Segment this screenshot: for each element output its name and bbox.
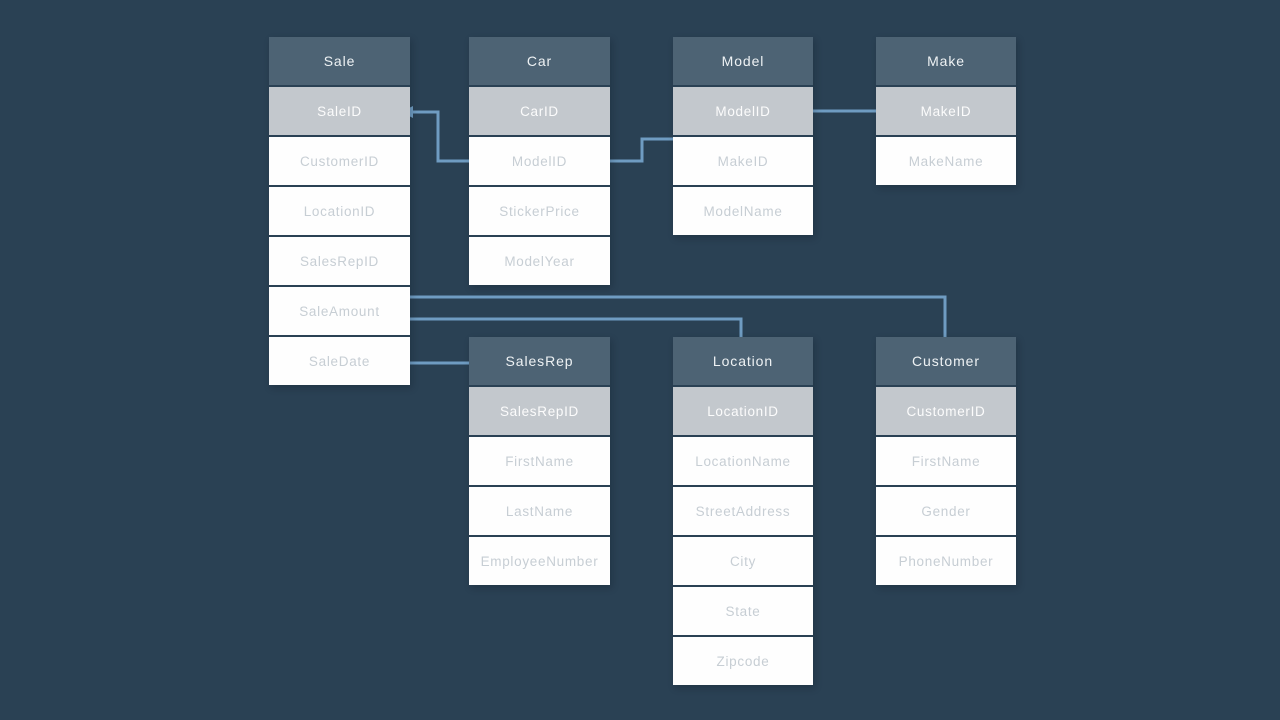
field-location-locationname: LocationName [673, 437, 813, 485]
table-car-header: Car [469, 37, 610, 85]
connector-sale-to-customer [410, 295, 947, 337]
table-title: Make [927, 53, 965, 69]
field-label: SalesRepID [299, 253, 380, 269]
table-title: Sale [323, 53, 356, 69]
field-label: StreetAddress [695, 503, 791, 519]
field-sale-saleamount: SaleAmount [269, 287, 410, 335]
connector-car-to-sale-saleid [412, 110, 469, 163]
field-customer-phonenumber: PhoneNumber [876, 537, 1016, 585]
field-label: MakeID [717, 153, 769, 169]
field-label: State [725, 603, 761, 619]
field-model-modelname: ModelName [673, 187, 813, 235]
table-customer-header: Customer [876, 337, 1016, 385]
table-title: Model [721, 53, 765, 69]
field-location-state: State [673, 587, 813, 635]
field-label: ModelYear [504, 253, 575, 269]
field-car-carid: CarID [469, 87, 610, 135]
field-sale-locationid: LocationID [269, 187, 410, 235]
field-salesrep-employeenumber: EmployeeNumber [469, 537, 610, 585]
table-title: Location [712, 353, 774, 369]
field-make-makename: MakeName [876, 137, 1016, 185]
field-label: FirstName [911, 453, 981, 469]
table-salesrep-header: SalesRep [469, 337, 610, 385]
table-location-header: Location [673, 337, 813, 385]
table-title: Car [526, 53, 553, 69]
field-make-makeid: MakeID [876, 87, 1016, 135]
field-label: City [729, 553, 757, 569]
connector-sale-to-location [410, 317, 743, 337]
field-salesrep-lastname: LastName [469, 487, 610, 535]
field-location-zipcode: Zipcode [673, 637, 813, 685]
table-title: SalesRep [505, 353, 574, 369]
field-sale-customerid: CustomerID [269, 137, 410, 185]
primary-key-label: CustomerID [906, 403, 986, 419]
primary-key-label: SaleID [317, 103, 362, 119]
field-label: SaleDate [308, 353, 371, 369]
table-title: Customer [912, 353, 980, 369]
field-label: LocationID [303, 203, 376, 219]
field-customer-gender: Gender [876, 487, 1016, 535]
field-location-city: City [673, 537, 813, 585]
table-make-header: Make [876, 37, 1016, 85]
field-label: ModelName [703, 203, 783, 219]
field-sale-saledate: SaleDate [269, 337, 410, 385]
primary-key-label: LocationID [707, 403, 779, 419]
field-label: PhoneNumber [898, 553, 994, 569]
primary-key-label: MakeID [920, 103, 972, 119]
table-model-header: Model [673, 37, 813, 85]
field-label: Gender [921, 503, 971, 519]
field-car-modelyear: ModelYear [469, 237, 610, 285]
field-label: Zipcode [716, 653, 770, 669]
table-sale-header: Sale [269, 37, 410, 85]
field-customer-customerid: CustomerID [876, 387, 1016, 435]
field-sale-saleid: SaleID [269, 87, 410, 135]
field-car-modelid: ModelID [469, 137, 610, 185]
field-label: MakeName [908, 153, 984, 169]
field-location-streetaddress: StreetAddress [673, 487, 813, 535]
field-label: CustomerID [299, 153, 379, 169]
field-label: LocationName [695, 453, 791, 469]
primary-key-label: CarID [520, 103, 559, 119]
field-label: LastName [505, 503, 574, 519]
field-label: ModelID [511, 153, 568, 169]
field-location-locationid: LocationID [673, 387, 813, 435]
field-salesrep-firstname: FirstName [469, 437, 610, 485]
field-car-stickerprice: StickerPrice [469, 187, 610, 235]
primary-key-label: ModelID [715, 103, 771, 119]
field-model-modelid: ModelID [673, 87, 813, 135]
field-label: FirstName [505, 453, 574, 469]
field-sale-salesrepid: SalesRepID [269, 237, 410, 285]
primary-key-label: SalesRepID [499, 403, 580, 419]
field-salesrep-salesrepid: SalesRepID [469, 387, 610, 435]
field-model-makeid: MakeID [673, 137, 813, 185]
field-label: StickerPrice [499, 203, 580, 219]
field-label: SaleAmount [299, 303, 380, 319]
field-label: EmployeeNumber [480, 553, 599, 569]
field-customer-firstname: FirstName [876, 437, 1016, 485]
connector-car-modelid-to-model [610, 137, 673, 163]
